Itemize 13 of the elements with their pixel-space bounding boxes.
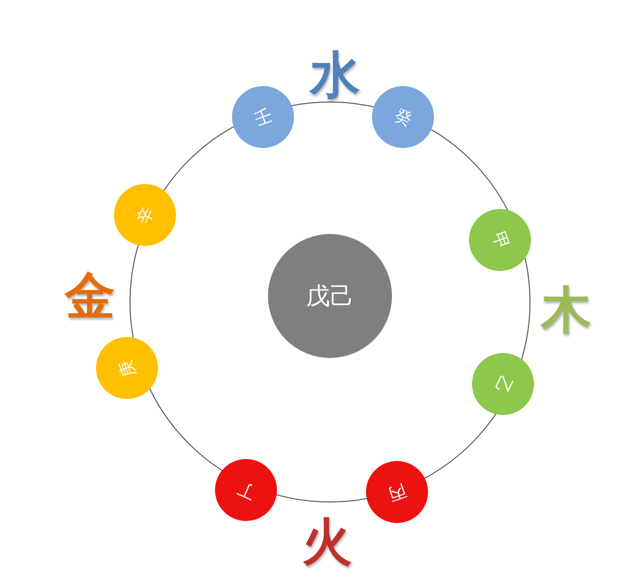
element-character: 水	[310, 50, 360, 100]
stem-text: 丁	[234, 476, 258, 504]
stem-text: 庚	[114, 356, 141, 380]
element-character: 金	[65, 271, 115, 321]
stem-text: 辛	[132, 202, 160, 228]
element-character: 木	[541, 285, 591, 335]
stem-text: 丙	[385, 478, 409, 506]
stem-text: 癸	[390, 104, 416, 131]
element-character: 火	[302, 517, 352, 567]
stem-text: 戊己	[306, 281, 354, 312]
stem-text: 壬	[251, 104, 275, 131]
stem-text: 乙	[488, 371, 516, 397]
stem-text: 甲	[486, 228, 513, 252]
